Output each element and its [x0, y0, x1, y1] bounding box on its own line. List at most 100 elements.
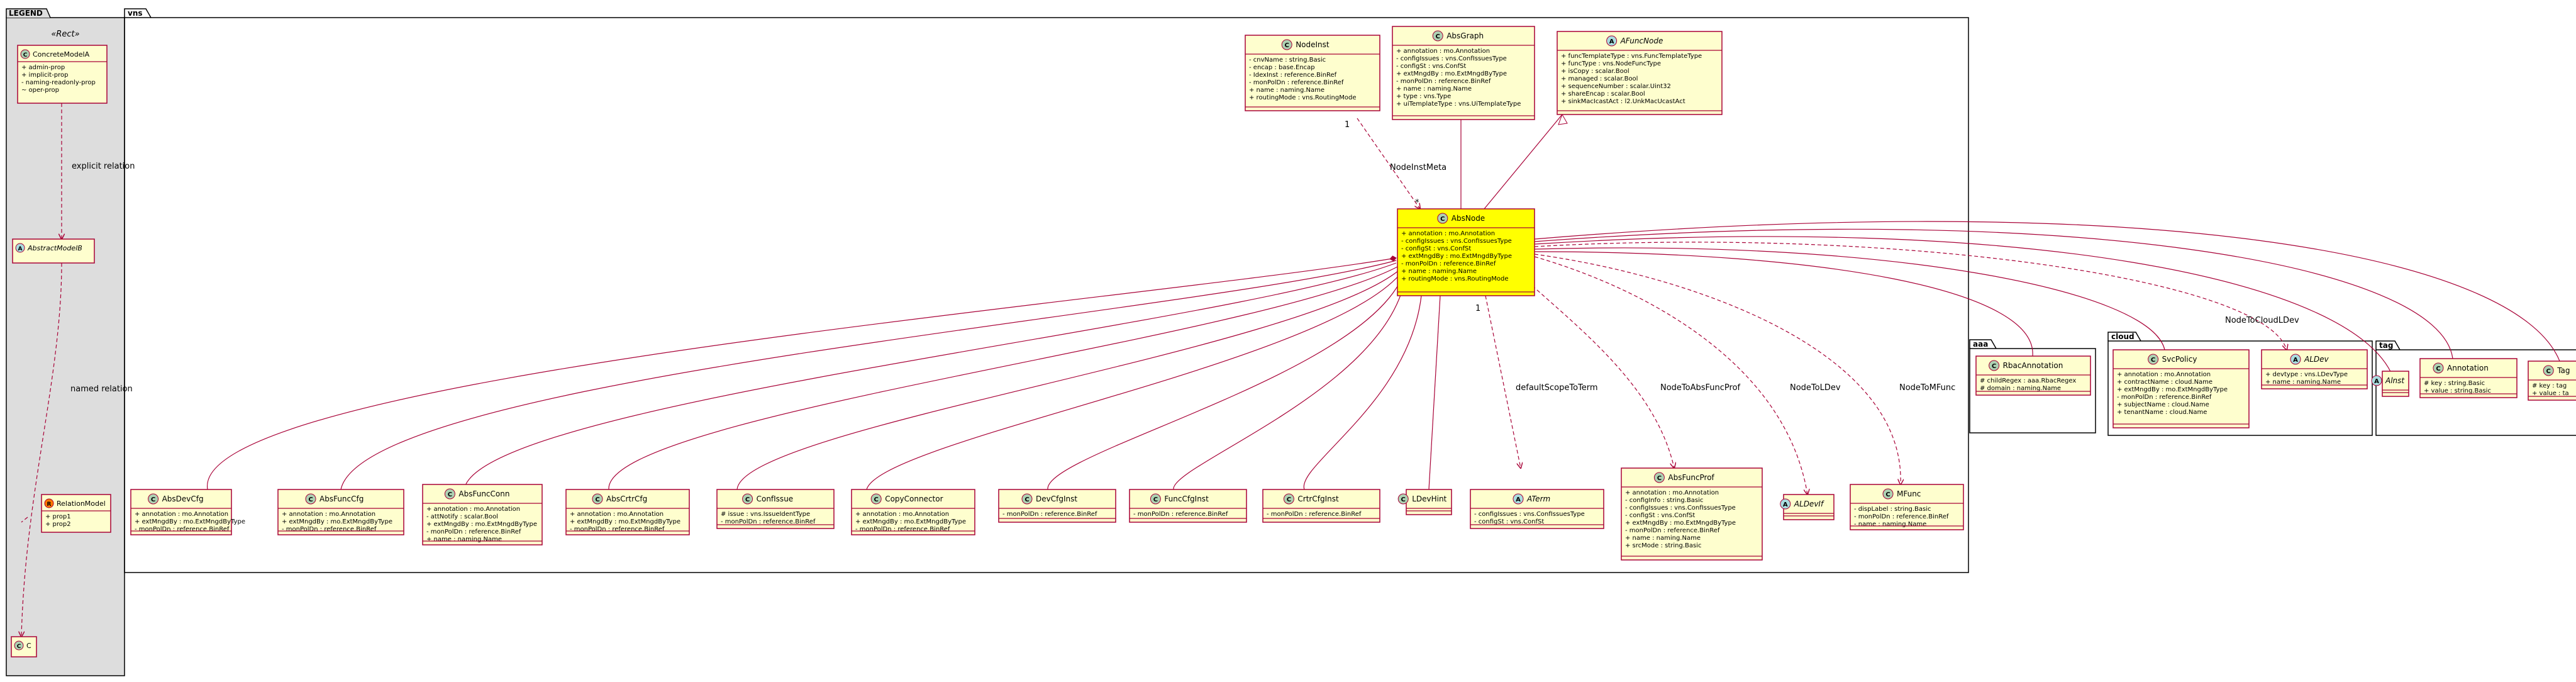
class-box [1621, 467, 1763, 561]
class-member: - monPolDn : reference.BinRef [426, 528, 521, 535]
class-member: + type : vns.Type [1396, 93, 1451, 100]
legend-relation-connector-line [21, 517, 28, 523]
class-kind-letter: R [47, 501, 52, 508]
class-name: AbsDevCfg [162, 495, 204, 503]
abstract-class-icon [15, 243, 25, 253]
class-member: + extMngdBy : mo.ExtMngdByType [282, 518, 392, 525]
abstract-class-icon [1606, 35, 1618, 47]
class-member: + extMngdBy : mo.ExtMngdByType [2117, 386, 2228, 393]
class-member: + annotation : mo.Annotation [1396, 48, 1490, 55]
class-name: Alnst [2385, 376, 2405, 385]
class-box [1245, 35, 1380, 111]
class-member: - configIssues : vns.ConfIssuesType [1401, 238, 1512, 245]
class-box [2261, 349, 2368, 389]
class-box [1406, 489, 1452, 515]
class-member: + name : naming.Name [1401, 268, 1477, 275]
class-member: + extMngdBy : mo.ExtMngdByType [570, 518, 680, 525]
class-box [1129, 489, 1247, 523]
class-member: + value : ta [2532, 390, 2569, 397]
class-member: + name : naming.Name [2265, 379, 2341, 386]
class-icon [592, 493, 603, 505]
class-box [2382, 371, 2409, 397]
class-name: AbsGraph [1446, 31, 1484, 40]
class-kind-letter: C [1401, 496, 1406, 503]
class-name: DevCfgInst [1036, 495, 1077, 503]
class-kind-letter: C [1992, 363, 1996, 370]
class-member: - monPolDn : reference.BinRef [721, 518, 816, 525]
legend-named-relation-label: named relation [70, 384, 133, 394]
class-kind-letter: C [17, 644, 21, 650]
nodeinstmeta-label: NodeInstMeta [1390, 163, 1446, 172]
nodetomfunc-label: NodeToMFunc [1899, 383, 1955, 393]
class-member: + annotation : mo.Annotation [570, 511, 663, 518]
class-kind-letter: C [1024, 496, 1029, 503]
ldevhint-line [1428, 295, 1441, 490]
class-icon [1989, 360, 2000, 371]
class-member: # issue : vns.IssueIdentType [721, 511, 810, 518]
nodetoldev-label: NodeToLDev [1790, 383, 1841, 393]
copyconnector-line [866, 274, 1401, 490]
class-member: - monPolDn : reference.BinRef [570, 526, 665, 533]
class-member: + extMngdBy : mo.ExtMngdByType [135, 518, 245, 525]
class-icon [14, 640, 24, 651]
class-kind-letter: C [448, 491, 452, 498]
class-icon [444, 488, 455, 500]
class-member: + extMngdBy : mo.ExtMngdByType [1401, 253, 1512, 260]
class-member: + prop1 [45, 513, 71, 520]
confissue-line [736, 270, 1399, 490]
class-box [1783, 494, 1835, 520]
class-name: C [26, 642, 31, 650]
class-name: ConcreteModelA [33, 50, 90, 59]
class-kind-letter: C [1885, 491, 1890, 498]
class-member: - monPolDn : reference.BinRef [1625, 527, 1720, 534]
class-member: + name : naming.Name [1625, 535, 1701, 542]
class-icon [1021, 493, 1033, 505]
class-member: + managed : scalar.Bool [1561, 75, 1638, 82]
nodeinstmeta-mult-dst: * [1415, 198, 1419, 208]
class-kind-letter: C [1436, 33, 1440, 40]
class-member: - monPolDn : reference.BinRef [1002, 511, 1097, 518]
class-kind-letter: A [2293, 357, 2298, 364]
class-icon [20, 49, 30, 59]
inheritance-arrowhead [1558, 113, 1568, 125]
class-member: - configIssues : vns.ConfIssuesType [1474, 511, 1585, 518]
class-member: + annotation : mo.Annotation [1625, 489, 1719, 496]
class-name: AbsNode [1452, 214, 1485, 223]
class-name: LDevHint [1412, 495, 1446, 503]
class-name: ALDevIf [1794, 500, 1824, 508]
class-member: + admin-prop [21, 64, 65, 71]
class-member: - monPolDn : reference.BinRef [855, 526, 950, 533]
class-name: AbstractModelB [27, 244, 82, 252]
class-kind-letter: C [2436, 366, 2440, 372]
class-member: + annotation : mo.Annotation [135, 511, 228, 518]
class-name: AbsFuncProf [1668, 473, 1714, 482]
class-member: + sinkMacIcastAct : l2.UnkMacUcastAct [1561, 98, 1685, 105]
class-icon [1283, 493, 1294, 505]
class-member: + devtype : vns.LDevType [2265, 371, 2348, 378]
class-kind-letter: C [1285, 42, 1289, 49]
class-member: - monPolDn : reference.BinRef [1267, 511, 1362, 518]
class-member: - monPolDn : reference.BinRef [1133, 511, 1228, 518]
class-kind-letter: C [2546, 368, 2551, 375]
class-kind-letter: C [874, 496, 879, 503]
class-tag_a: A Alnst [2371, 371, 2409, 397]
rbacannotation-line [1534, 251, 2033, 357]
class-box [998, 489, 1116, 523]
nodetoabsfuncprof-label: NodeToAbsFuncProf [1660, 383, 1741, 393]
class-member: + implicit-prop [21, 72, 69, 79]
class-kind-letter: A [2374, 378, 2379, 385]
tag-line [1534, 221, 2560, 362]
nodeinstmeta-mult-src: 1 [1345, 120, 1350, 130]
